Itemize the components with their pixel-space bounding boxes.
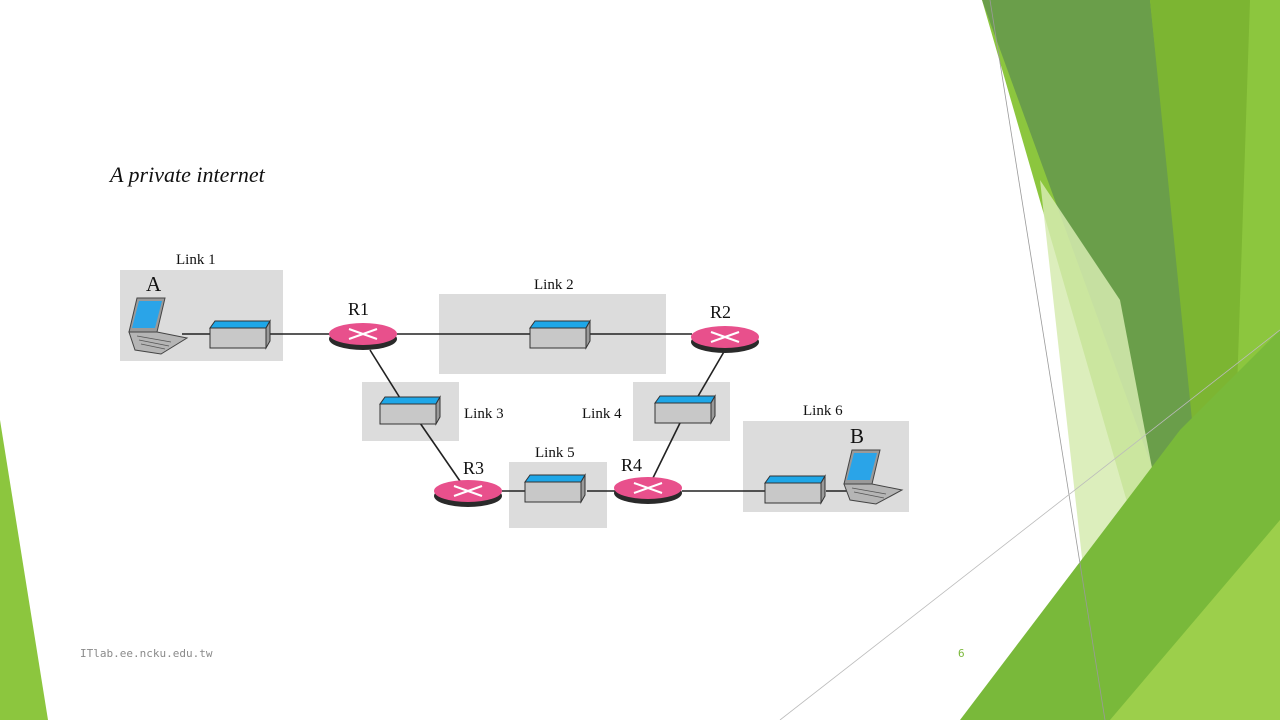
switch-link2-icon [529, 319, 591, 350]
router-r1-icon [329, 323, 397, 350]
link3-label: Link 3 [464, 406, 504, 422]
decor-line-1 [989, 0, 1106, 720]
slide-title: A private internet [110, 162, 265, 187]
link1-label: Link 1 [176, 252, 216, 268]
switch-link6-icon [764, 474, 826, 505]
r2-label: R2 [710, 302, 731, 322]
link6-label: Link 6 [803, 403, 843, 419]
r4-label: R4 [621, 455, 642, 475]
switch-link3-icon [379, 395, 441, 426]
r3-label: R3 [463, 458, 484, 478]
router-r4-icon [614, 477, 682, 504]
router-r3-icon [434, 480, 502, 507]
switch-link5-icon [524, 473, 586, 504]
wire-r1-switch3 [369, 349, 401, 399]
switch-link4-icon [654, 394, 716, 425]
link5-label: Link 5 [535, 445, 575, 461]
r1-label: R1 [348, 299, 369, 319]
bottom-right-light [1110, 520, 1280, 720]
decor-line-2 [779, 329, 1280, 720]
connection-lines [182, 333, 850, 492]
switches [209, 319, 826, 505]
routers [329, 323, 759, 507]
switch-link1-icon [209, 319, 271, 350]
host-b-label: B [850, 424, 864, 448]
wire-switch3-r3 [419, 422, 463, 485]
wire-switch4-r4 [649, 422, 681, 485]
laptop-b-icon [843, 449, 904, 505]
page-number: 6 [958, 647, 965, 660]
laptop-a-icon [128, 297, 189, 355]
link4-label: Link 4 [582, 406, 622, 422]
host-a-label: A [146, 272, 162, 296]
wire-r2-switch4 [696, 349, 726, 399]
footer-url: ITlab.ee.ncku.edu.tw [80, 647, 213, 660]
router-r2-icon [691, 326, 759, 353]
link2-label: Link 2 [534, 277, 574, 293]
left-green-shape [0, 420, 48, 720]
